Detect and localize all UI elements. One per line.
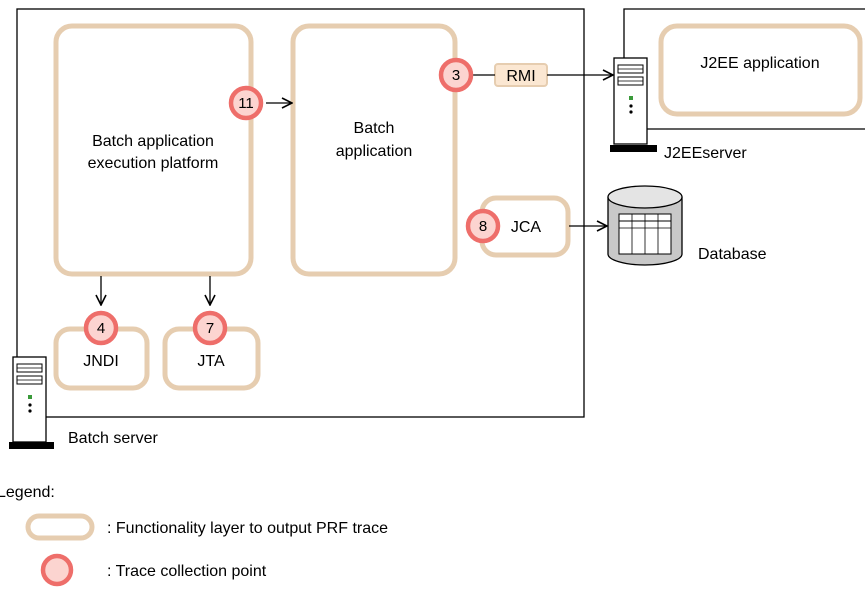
platform-label-line2: execution platform (88, 155, 219, 172)
jta-label: JTA (197, 353, 225, 370)
svg-text:11: 11 (238, 95, 254, 112)
database-label: Database (698, 246, 767, 263)
rmi-label: RMI (506, 68, 535, 85)
jndi-label: JNDI (83, 353, 119, 370)
jca-label: JCA (511, 219, 542, 236)
legend-layer-swatch (25, 513, 95, 541)
svg-text:4: 4 (97, 320, 105, 337)
platform-label-line1: Batch application (92, 133, 214, 150)
legend-layer-text: : Functionality layer to output PRF trac… (107, 520, 388, 537)
j2ee-application-label: J2EE application (700, 55, 819, 72)
application-label-line2: application (336, 143, 413, 160)
batch-server-icon (9, 356, 54, 449)
svg-text:3: 3 (452, 67, 460, 84)
j2ee-server-icon (610, 57, 657, 152)
application-label-line1: Batch (354, 120, 395, 137)
svg-text:7: 7 (206, 320, 214, 337)
trace-point-rmi: 3 (438, 57, 474, 93)
trace-point-jndi: 4 (83, 310, 119, 346)
j2ee-application-layer-box (658, 23, 863, 117)
legend-point-text: : Trace collection point (107, 563, 267, 580)
trace-point-platform-to-app: 11 (228, 85, 264, 121)
database-icon (607, 185, 683, 266)
trace-point-jta: 7 (192, 310, 228, 346)
application-layer-box (290, 23, 458, 277)
svg-text:8: 8 (479, 218, 487, 235)
batch-server-label: Batch server (68, 430, 158, 447)
legend-point-swatch (40, 553, 74, 587)
legend-title: Legend: (0, 484, 55, 501)
j2ee-server-label: J2EEserver (664, 145, 747, 162)
platform-layer-box (53, 23, 254, 277)
trace-point-jca: 8 (465, 208, 501, 244)
